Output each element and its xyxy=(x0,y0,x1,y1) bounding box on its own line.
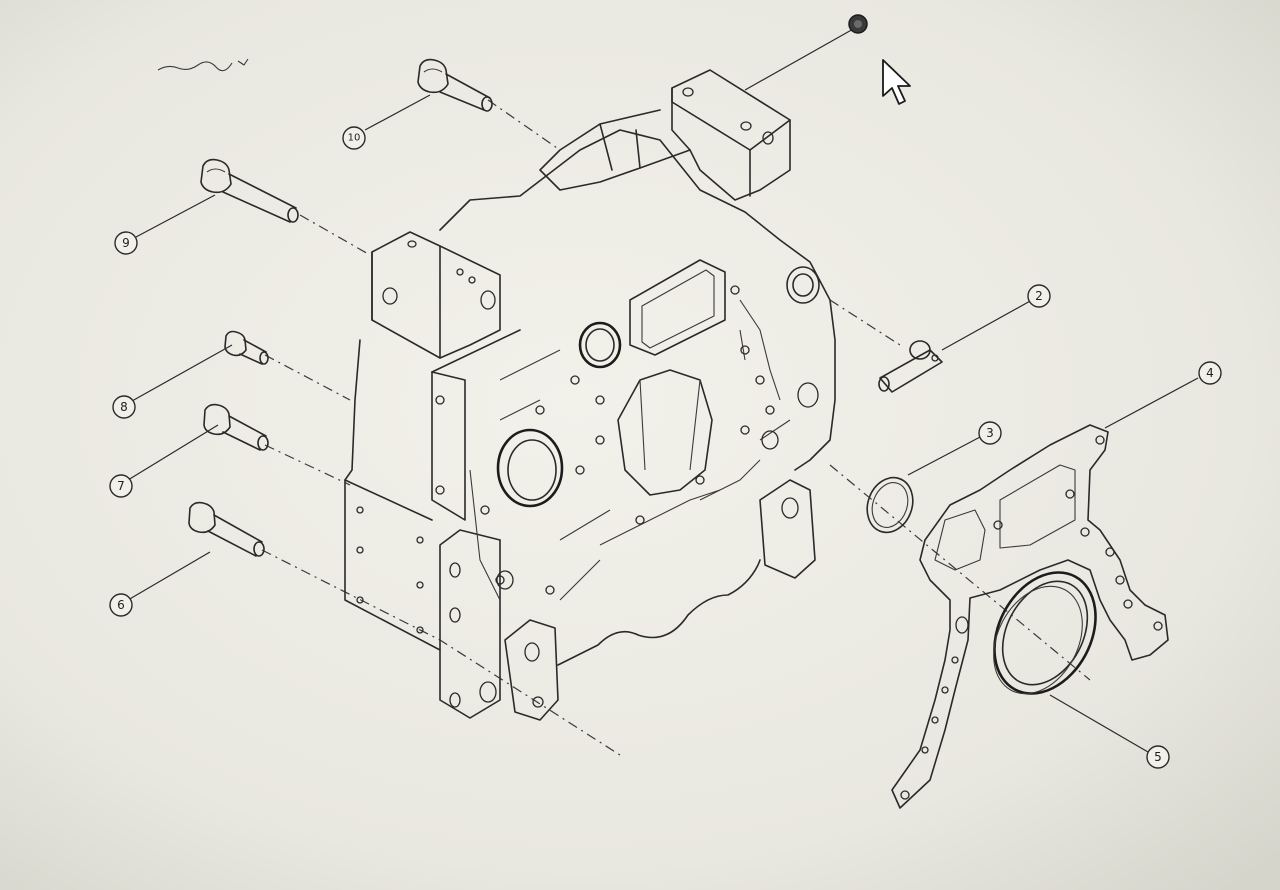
callout-5: 5 xyxy=(1146,745,1170,769)
bolt-8 xyxy=(224,330,269,365)
svg-text:7: 7 xyxy=(117,479,125,493)
sensor-part-2 xyxy=(878,340,943,393)
o-ring-part-3 xyxy=(866,476,914,534)
bolt-9 xyxy=(200,158,299,223)
callout-2: 2 xyxy=(1027,284,1051,308)
svg-text:2: 2 xyxy=(1035,289,1043,303)
bolt-7 xyxy=(203,403,269,451)
svg-text:4: 4 xyxy=(1206,366,1214,380)
callout-8: 8 xyxy=(112,395,136,419)
leader-lines xyxy=(127,27,1199,753)
callout-3: 3 xyxy=(978,421,1002,445)
callout-9: 9 xyxy=(114,231,138,255)
svg-text:8: 8 xyxy=(120,400,128,414)
callout-group: 2 3 4 5 6 7 8 9 xyxy=(109,126,1222,769)
nut-top xyxy=(848,14,868,34)
svg-text:5: 5 xyxy=(1154,750,1162,764)
lifting-bracket xyxy=(539,69,791,201)
oil-seal-part-5 xyxy=(993,571,1097,695)
bolt-6 xyxy=(188,501,265,557)
svg-text:6: 6 xyxy=(117,598,125,612)
bolt-10 xyxy=(417,58,493,112)
scribble-mark xyxy=(157,58,249,72)
callout-6: 6 xyxy=(109,593,133,617)
gasket-part-4 xyxy=(891,424,1169,809)
front-housing xyxy=(344,129,836,721)
callout-7: 7 xyxy=(109,474,133,498)
mouse-pointer-icon xyxy=(882,59,911,105)
callout-10: 10 xyxy=(342,126,366,150)
svg-text:9: 9 xyxy=(122,236,130,250)
svg-text:10: 10 xyxy=(348,133,361,144)
svg-text:3: 3 xyxy=(986,426,994,440)
callout-4: 4 xyxy=(1198,361,1222,385)
